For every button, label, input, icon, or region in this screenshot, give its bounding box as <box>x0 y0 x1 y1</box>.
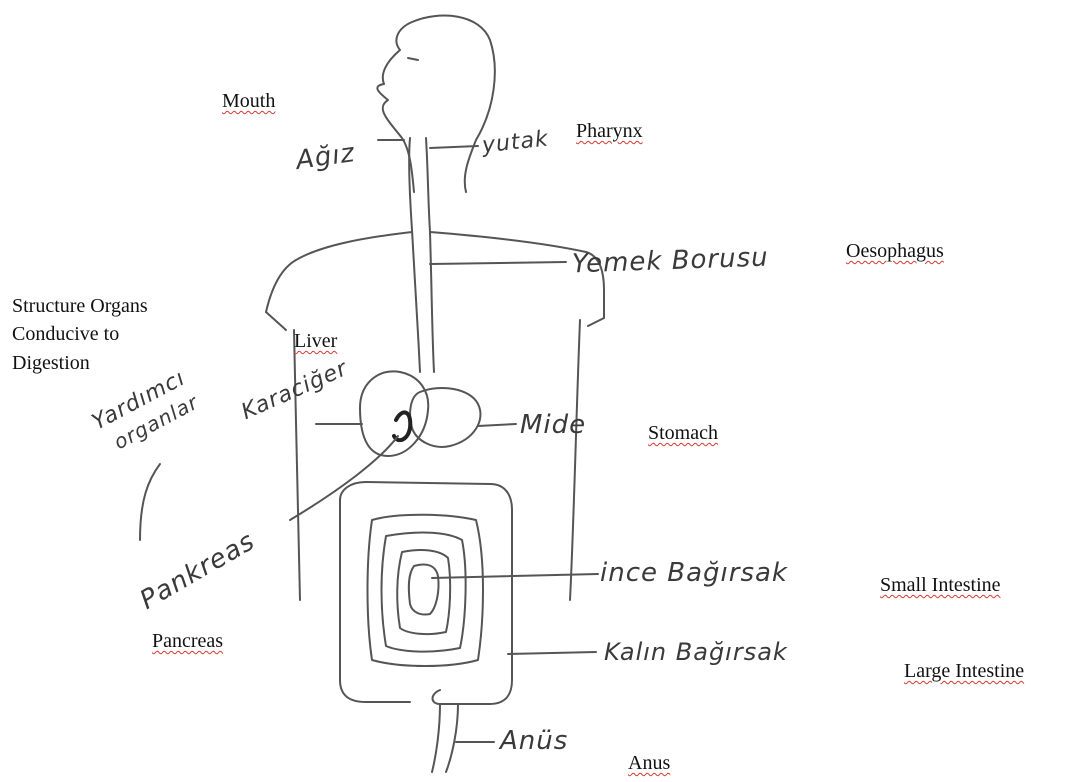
label-mouth: Mouth <box>222 90 275 113</box>
label-oesophagus: Oesophagus <box>846 240 944 263</box>
torso-outline <box>266 232 412 312</box>
hw-kalin-bagirsak: Kalın Bağırsak <box>604 638 788 666</box>
label-liver: Liver <box>294 330 337 353</box>
hw-mide: Mide <box>520 410 586 440</box>
label-structure-line1: Structure Organs <box>12 292 148 320</box>
hw-anus-tr: Anüs <box>500 726 568 756</box>
label-structure-organs: Structure Organs Conducive to Digestion <box>12 292 148 377</box>
pointer-stomach <box>478 424 516 426</box>
stomach-shape <box>410 388 480 447</box>
pharynx-tube <box>409 138 420 372</box>
label-anus: Anus <box>628 752 670 775</box>
head-outline <box>377 16 494 192</box>
pointer-large-intestine <box>508 652 596 654</box>
label-small-intestine: Small Intestine <box>880 574 1001 597</box>
label-stomach: Stomach <box>648 422 718 445</box>
pointer-oesophagus <box>430 262 566 264</box>
helper-organs-bracket <box>140 464 160 540</box>
eye-mark <box>408 58 418 60</box>
pointer-pancreas <box>290 436 398 520</box>
label-pharynx: Pharynx <box>576 120 643 143</box>
label-structure-line3: Digestion <box>12 349 148 377</box>
liver-shape <box>360 371 428 456</box>
rectum-tube <box>432 704 440 772</box>
pancreas-mark <box>394 412 410 440</box>
pointer-small-intestine <box>432 574 598 578</box>
label-pancreas: Pancreas <box>152 630 223 653</box>
label-large-intestine: Large Intestine <box>904 660 1024 683</box>
pointer-pharynx <box>430 146 478 148</box>
hw-ince-bagirsak: ince Bağırsak <box>600 558 788 588</box>
label-structure-line2: Conducive to <box>12 320 148 348</box>
